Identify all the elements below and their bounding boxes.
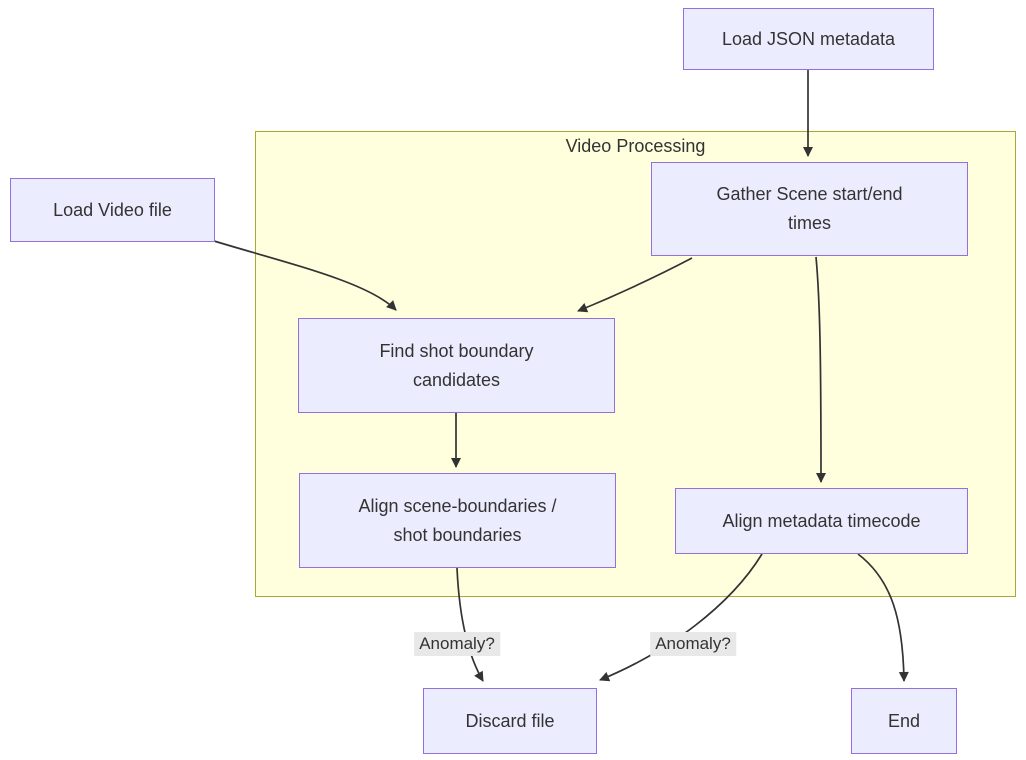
edge-label-anomaly-2: Anomaly? [650, 632, 736, 656]
edge-align-meta-to-discard [599, 553, 763, 682]
node-find-shot-boundary-candidates-label: Find shot boundary candidates [379, 340, 534, 390]
node-align-scene-shot-boundaries: Align scene-boundaries / shot boundaries [299, 473, 616, 568]
node-discard-file-label: Discard file [465, 710, 555, 731]
edge-label-anomaly-1: Anomaly? [414, 632, 500, 656]
node-load-video-file-label: Load Video file [53, 199, 172, 220]
edge-gather-to-find-shot [577, 257, 693, 313]
edge-gather-to-align-meta [815, 256, 826, 483]
edge-load-video-to-find-shot [213, 240, 397, 311]
node-end: End [851, 688, 957, 754]
node-end-label: End [887, 710, 921, 731]
node-gather-scene-times-label: Gather Scene start/end times [716, 184, 903, 233]
node-align-scene-shot-boundaries-label: Align scene-boundaries / shot boundaries [358, 495, 557, 545]
node-align-metadata-timecode: Align metadata timecode [675, 488, 968, 554]
node-gather-scene-times: Gather Scene start/end times [651, 162, 968, 256]
node-load-video-file: Load Video file [10, 178, 215, 242]
node-load-json-metadata-label: Load JSON metadata [721, 28, 896, 49]
node-find-shot-boundary-candidates: Find shot boundary candidates [298, 318, 615, 413]
node-discard-file: Discard file [423, 688, 597, 754]
edge-align-meta-to-end [857, 553, 909, 682]
cluster-title: Video Processing [565, 136, 706, 156]
node-load-json-metadata: Load JSON metadata [683, 8, 934, 70]
edge-align-scene-to-discard [456, 567, 484, 682]
node-align-metadata-timecode-label: Align metadata timecode [722, 510, 921, 531]
